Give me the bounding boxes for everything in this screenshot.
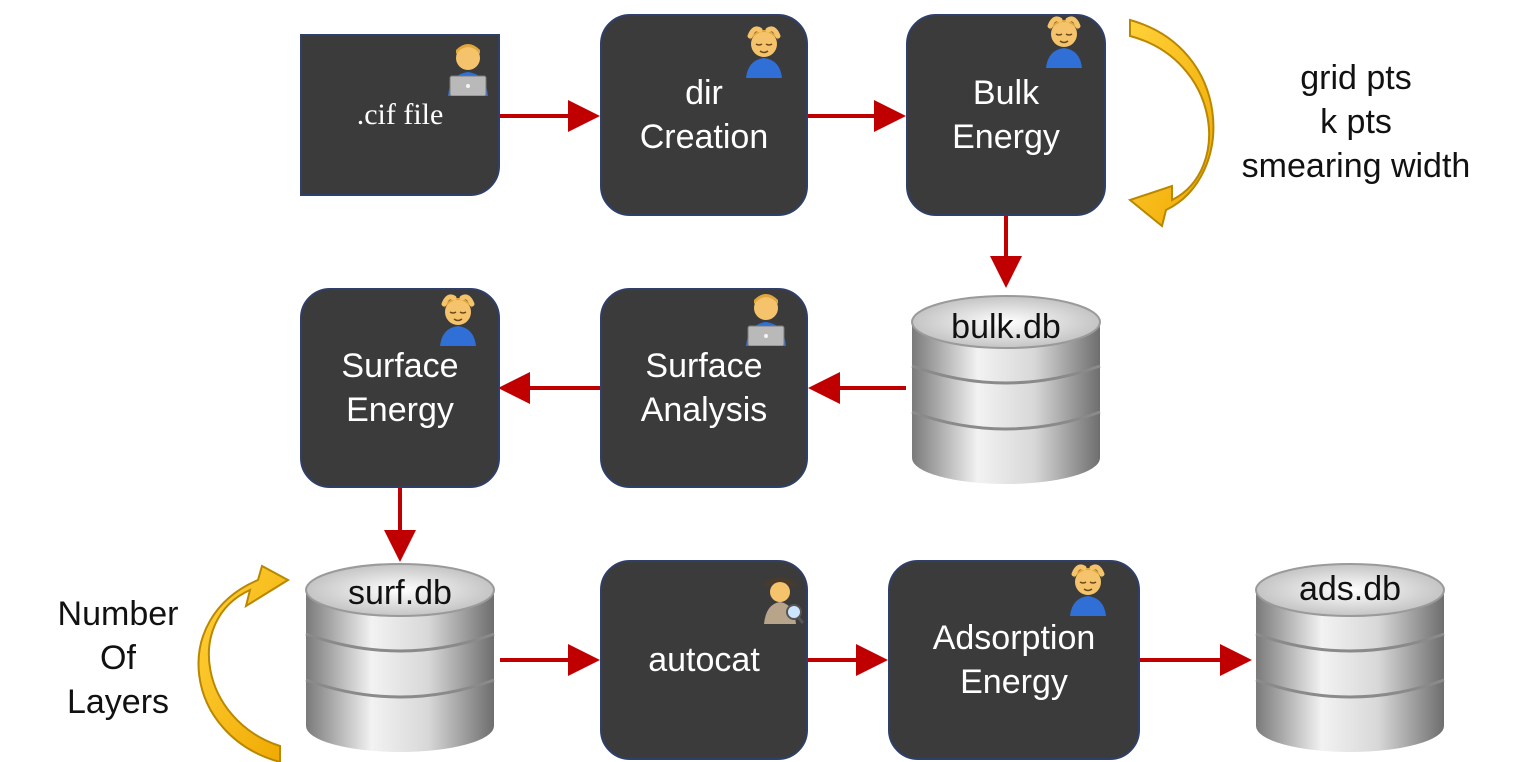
- layers-text: Number Of Layers: [28, 592, 208, 724]
- head-massage-icon: [1070, 564, 1106, 616]
- layers-line1: Number: [57, 595, 179, 633]
- adsorption-energy-line2: Energy: [960, 663, 1068, 701]
- bulk-energy-line1: Bulk: [972, 74, 1040, 112]
- layers-line2: Of: [100, 639, 136, 677]
- adsorption-energy-node: Adsorption Energy: [888, 560, 1140, 760]
- bulk-param-smearing: smearing width: [1241, 147, 1471, 185]
- bulk-energy-node: Bulk Energy: [906, 14, 1106, 216]
- layers-line3: Layers: [66, 683, 170, 721]
- autocat-label: autocat: [648, 641, 760, 679]
- surface-analysis-node: Surface Analysis: [600, 288, 808, 488]
- dir-creation-line1: dir: [685, 74, 723, 112]
- laptop-worker-icon: [746, 294, 786, 346]
- surface-energy-line2: Energy: [346, 391, 454, 429]
- ads-db-icon: [1255, 563, 1445, 752]
- bulk-loop-arrow-icon: [1127, 18, 1215, 228]
- layers-loop-arrow-icon: [197, 564, 290, 762]
- dir-creation-node: dir Creation: [600, 14, 808, 216]
- head-massage-icon: [440, 294, 476, 346]
- surface-analysis-line2: Analysis: [640, 391, 768, 429]
- bulk-param-grid: grid pts: [1300, 59, 1412, 97]
- bulk-db-label: bulk.db: [951, 308, 1061, 346]
- detective-icon: [760, 577, 804, 624]
- surf-db-label: surf.db: [348, 574, 452, 612]
- bulk-param-kpts: k pts: [1320, 103, 1392, 141]
- surf-db-icon: [305, 563, 495, 752]
- cif-file-label: .cif file: [356, 98, 444, 131]
- bulk-params-text: grid pts k pts smearing width: [1206, 56, 1506, 188]
- dir-creation-line2: Creation: [639, 118, 769, 156]
- bulk-energy-line2: Energy: [952, 118, 1060, 156]
- laptop-worker-icon: [448, 44, 488, 96]
- surface-analysis-line1: Surface: [645, 347, 763, 385]
- head-massage-icon: [746, 26, 782, 78]
- adsorption-energy-line1: Adsorption: [932, 619, 1096, 657]
- ads-db-label: ads.db: [1298, 570, 1402, 608]
- bulk-db-icon: [911, 295, 1101, 484]
- surface-energy-line1: Surface: [341, 347, 459, 385]
- head-massage-icon: [1046, 16, 1082, 68]
